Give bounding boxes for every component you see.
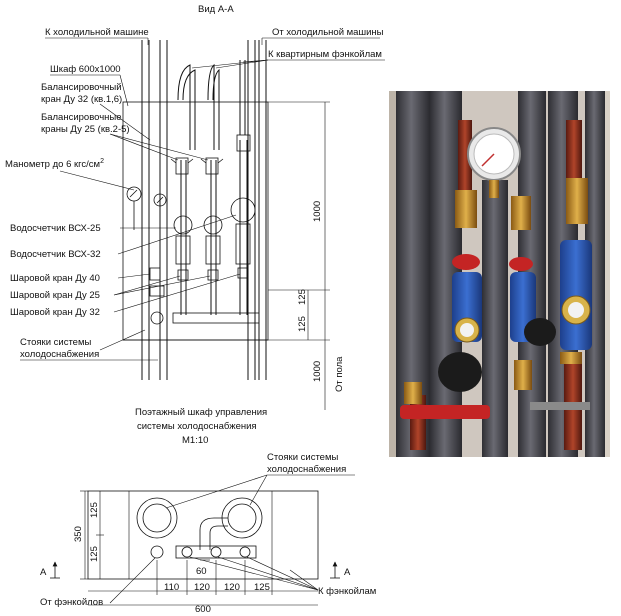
plan-label-risers-l1: Стояки системы [267, 452, 339, 463]
manometer-icon [126, 186, 167, 230]
svg-text:А: А [344, 567, 351, 578]
plan-label-risers-l2: холодоснабжения [267, 464, 346, 475]
caption-line2: системы холодоснабжения [137, 421, 257, 432]
dim-1000-bottom: 1000 [312, 361, 323, 382]
plan-label-to-fancoils: К фэнкойлам [318, 586, 376, 597]
label-to-apartment-fancoils: К квартирным фэнкойлам [268, 49, 382, 60]
dim-125-a: 125 [297, 289, 308, 305]
plan-dim-120-b: 120 [224, 582, 240, 593]
plan-dim-120-a: 120 [194, 582, 210, 593]
plan-label-from-fancoils: От фэнкойлов [40, 597, 103, 608]
label-meter-32: Водосчетчик ВСХ-32 [10, 249, 101, 260]
label-ball-valve-40: Шаровой кран Ду 40 [10, 273, 100, 284]
collector-manifold [172, 312, 260, 324]
caption-line1: Поэтажный шкаф управления [135, 407, 267, 418]
dim-125-b: 125 [297, 316, 308, 332]
label-ball-valve-25: Шаровой кран Ду 25 [10, 290, 100, 301]
plan-view [87, 490, 319, 580]
label-balancing-32-l2: кран Ду 32 (кв.1,6) [41, 94, 122, 105]
plan-dim-110: 110 [164, 582, 179, 593]
plan-dim-350: 350 [73, 526, 84, 542]
label-risers-l2: холодоснабжения [20, 349, 99, 360]
ball-valves [149, 267, 249, 297]
plan-dim-125-b: 125 [89, 546, 100, 562]
svg-text:А: А [40, 567, 47, 578]
dim-1000-top: 1000 [312, 201, 323, 222]
caption-line3: М1:10 [182, 435, 208, 446]
label-cabinet: Шкаф 600x1000 [50, 64, 121, 75]
installation-photo [389, 91, 610, 457]
label-floor-level: От пола [334, 356, 345, 392]
label-meter-25: Водосчетчик ВСХ-25 [10, 223, 101, 234]
label-balancing-32-l1: Балансировочный [41, 82, 122, 93]
label-from-chiller: От холодильной машины [272, 27, 384, 38]
plan-dim-125-a: 125 [89, 502, 100, 518]
plan-dim-60: 60 [196, 566, 207, 577]
section-mark-right: А [330, 561, 351, 579]
plan-dim-125-c: 125 [254, 582, 270, 593]
label-balancing-25-l2: краны Ду 25 (кв.2-5) [41, 124, 130, 135]
water-meters [173, 197, 256, 265]
balancing-valves [170, 134, 251, 175]
view-title: Вид А-А [198, 4, 234, 15]
section-mark-left: А [40, 561, 60, 579]
plan-dim-600: 600 [195, 604, 211, 615]
label-manometer: Манометр до 6 кгс/см2 [5, 158, 104, 170]
label-ball-valve-32: Шаровой кран Ду 32 [10, 307, 100, 318]
label-to-chiller: К холодильной машине [45, 27, 149, 38]
label-risers-l1: Стояки системы [20, 337, 92, 348]
label-balancing-25-l1: Балансировочные [41, 112, 122, 123]
fancoil-branches [177, 60, 248, 315]
